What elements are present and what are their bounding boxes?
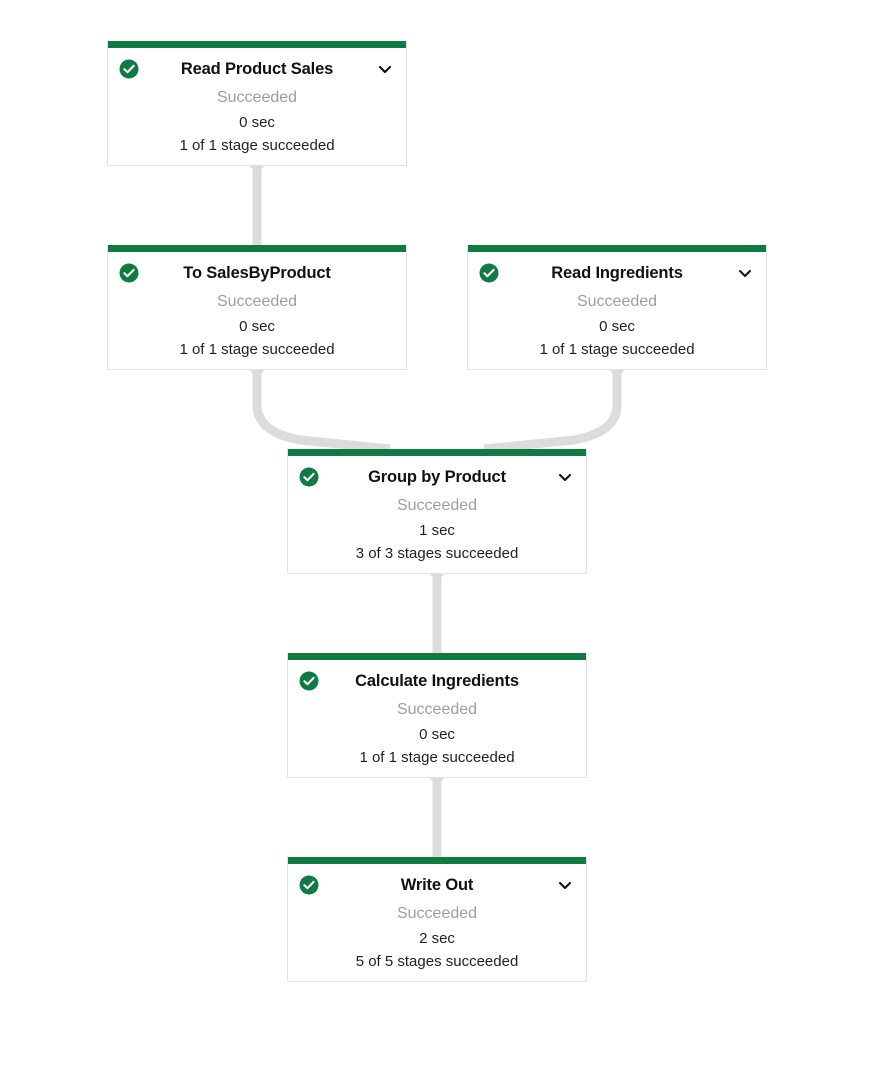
node-title: To SalesByProduct <box>183 263 331 282</box>
node-body: Read Product Sales Succeeded 0 sec 1 of … <box>108 48 406 165</box>
node-duration-text: 1 sec <box>419 522 455 539</box>
chevron-down-icon[interactable] <box>556 876 574 894</box>
node-duration-text: 0 sec <box>239 114 275 131</box>
node-status-accent-bar <box>108 245 406 252</box>
node-stages-text: 3 of 3 stages succeeded <box>355 545 519 562</box>
node-stages-text: 1 of 1 stage succeeded <box>539 341 695 358</box>
edge-arrow-5 <box>429 777 445 787</box>
node-header: Calculate Ingredients <box>288 666 586 696</box>
node-header: To SalesByProduct <box>108 258 406 288</box>
node-status-accent-bar <box>288 653 586 660</box>
node-title: Read Product Sales <box>180 59 334 78</box>
node-duration-text: 0 sec <box>599 318 635 335</box>
pipeline-node-write-out[interactable]: Write Out Succeeded 2 sec 5 of 5 stages … <box>287 857 587 982</box>
chevron-down-icon[interactable] <box>376 60 394 78</box>
pipeline-node-to-salesbyproduct[interactable]: To SalesByProduct Succeeded 0 sec 1 of 1… <box>107 245 407 370</box>
node-stages-text: 1 of 1 stage succeeded <box>179 341 335 358</box>
node-title: Write Out <box>400 875 474 894</box>
node-status-accent-bar <box>288 449 586 456</box>
node-title: Calculate Ingredients <box>355 671 519 690</box>
success-check-icon <box>479 263 499 283</box>
edge-read-ingredients-group-by-product <box>483 369 622 454</box>
node-status-accent-bar <box>108 41 406 48</box>
node-header: Read Product Sales <box>108 54 406 84</box>
success-check-icon <box>299 467 319 487</box>
node-title: Read Ingredients <box>551 263 683 282</box>
node-title: Group by Product <box>368 467 506 486</box>
success-check-icon <box>119 263 139 283</box>
edge-arrow-1 <box>249 165 265 175</box>
node-status-accent-bar <box>288 857 586 864</box>
pipeline-node-read-ingredients[interactable]: Read Ingredients Succeeded 0 sec 1 of 1 … <box>467 245 767 370</box>
node-status-accent-bar <box>468 245 766 252</box>
edge-arrow-3 <box>609 369 625 379</box>
edge-arrow-4 <box>429 573 445 583</box>
success-check-icon <box>119 59 139 79</box>
node-body: To SalesByProduct Succeeded 0 sec 1 of 1… <box>108 252 406 369</box>
node-body: Read Ingredients Succeeded 0 sec 1 of 1 … <box>468 252 766 369</box>
node-stages-text: 5 of 5 stages succeeded <box>355 953 519 970</box>
chevron-down-icon[interactable] <box>736 264 754 282</box>
pipeline-node-read-product-sales[interactable]: Read Product Sales Succeeded 0 sec 1 of … <box>107 41 407 166</box>
node-stages-text: 1 of 1 stage succeeded <box>359 749 515 766</box>
success-check-icon <box>299 875 319 895</box>
node-status-text: Succeeded <box>396 905 478 922</box>
node-header: Read Ingredients <box>468 258 766 288</box>
node-status-text: Succeeded <box>396 497 478 514</box>
node-status-text: Succeeded <box>216 89 298 106</box>
node-status-text: Succeeded <box>396 701 478 718</box>
node-duration-text: 0 sec <box>419 726 455 743</box>
node-status-text: Succeeded <box>576 293 658 310</box>
node-header: Write Out <box>288 870 586 900</box>
edge-to-salesbyproduct-group-by-product <box>252 369 391 454</box>
node-stages-text: 1 of 1 stage succeeded <box>179 137 335 154</box>
success-check-icon <box>299 671 319 691</box>
edge-arrow-2 <box>249 369 265 379</box>
node-status-text: Succeeded <box>216 293 298 310</box>
node-header: Group by Product <box>288 462 586 492</box>
pipeline-node-calculate-ingredients[interactable]: Calculate Ingredients Succeeded 0 sec 1 … <box>287 653 587 778</box>
node-body: Calculate Ingredients Succeeded 0 sec 1 … <box>288 660 586 777</box>
pipeline-node-group-by-product[interactable]: Group by Product Succeeded 1 sec 3 of 3 … <box>287 449 587 574</box>
node-body: Write Out Succeeded 2 sec 5 of 5 stages … <box>288 864 586 981</box>
node-body: Group by Product Succeeded 1 sec 3 of 3 … <box>288 456 586 573</box>
chevron-down-icon[interactable] <box>556 468 574 486</box>
node-duration-text: 0 sec <box>239 318 275 335</box>
node-duration-text: 2 sec <box>419 930 455 947</box>
